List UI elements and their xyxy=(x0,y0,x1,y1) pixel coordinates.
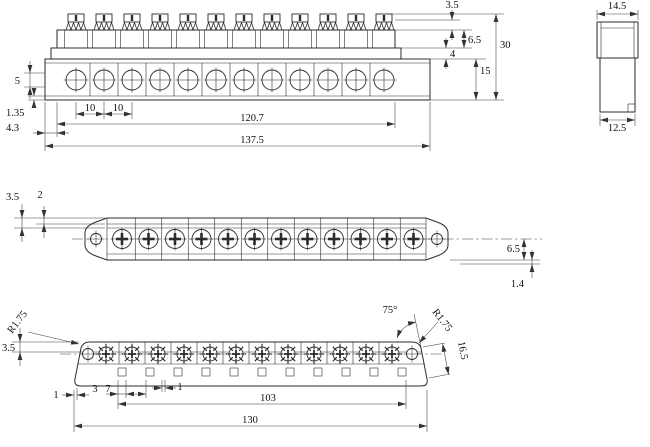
dim-front-upper-height: 6.5 xyxy=(468,35,481,46)
dim-plan-half-depth: 6.5 xyxy=(507,244,520,255)
plan-mounting-hole-left xyxy=(87,230,105,248)
dim-front-bottom-lip: 1.35 xyxy=(6,108,24,119)
dim-bottom-end-angle: 75° xyxy=(383,305,398,316)
bottom-view: R1.75 75° R1.75 16.5 3.5 1 3 7 1 103 130 xyxy=(2,305,469,432)
side-view: 14.5 12.5 xyxy=(596,1,639,134)
side-dimensions: 14.5 12.5 xyxy=(596,1,639,134)
dim-plan-inner-wall: 2 xyxy=(37,190,42,201)
dim-plan-lip: 1.4 xyxy=(511,279,525,290)
plan-dimensions: 3.5 2 6.5 1.4 xyxy=(6,190,540,290)
side-part-outline xyxy=(596,21,639,113)
dim-side-bottom-width: 12.5 xyxy=(608,123,626,134)
dim-front-pitch-a: 10 xyxy=(85,103,96,114)
bottom-dimensions: R1.75 75° R1.75 16.5 3.5 1 3 7 1 103 130 xyxy=(2,305,469,432)
front-dimensions: 3.5 6.5 30 4 15 5 1.35 10 10 120.7 4.3 1… xyxy=(6,0,511,151)
dim-bottom-slot-width: 3 xyxy=(92,384,97,395)
bottom-view-repeats xyxy=(94,342,407,377)
bottom-mounting-hole-right xyxy=(403,345,421,363)
plan-mounting-hole-right xyxy=(428,230,446,248)
dim-side-top-width: 14.5 xyxy=(608,1,626,12)
plan-view-repeats xyxy=(109,218,427,260)
dim-front-body-height: 15 xyxy=(480,66,491,77)
dim-bottom-end-length: 16.5 xyxy=(455,340,469,360)
dim-front-pitch-b: 10 xyxy=(113,103,124,114)
dim-front-upper-width: 120.7 xyxy=(240,113,264,124)
plan-view: 3.5 2 6.5 1.4 xyxy=(6,190,542,290)
dim-bottom-inner-gap: 1 xyxy=(177,382,182,393)
front-view: 3.5 6.5 30 4 15 5 1.35 10 10 120.7 4.3 1… xyxy=(6,0,511,151)
dim-front-terminal-band: 5 xyxy=(15,76,20,87)
plan-part-outline xyxy=(84,217,449,261)
dim-plan-wall: 3.5 xyxy=(6,192,19,203)
dim-bottom-radius-left: R1.75 xyxy=(6,309,30,336)
dim-front-overall-height: 30 xyxy=(500,40,511,51)
dim-front-screw-height: 3.5 xyxy=(445,0,458,11)
dim-bottom-slot-span: 103 xyxy=(260,393,276,404)
dim-front-left-offset: 4.3 xyxy=(6,123,19,134)
front-view-repeats xyxy=(63,12,397,96)
dim-bottom-overall-width: 130 xyxy=(242,415,258,426)
dim-bottom-slot-gap: 7 xyxy=(105,384,110,395)
bottom-mounting-hole-left xyxy=(79,345,97,363)
dim-front-step-height: 4 xyxy=(450,49,456,60)
dim-bottom-wall: 3.5 xyxy=(2,343,15,354)
dim-bottom-radius-right: R1.75 xyxy=(430,307,454,334)
dim-bottom-edge-gap: 1 xyxy=(53,390,58,401)
dim-front-overall-width: 137.5 xyxy=(240,135,264,146)
